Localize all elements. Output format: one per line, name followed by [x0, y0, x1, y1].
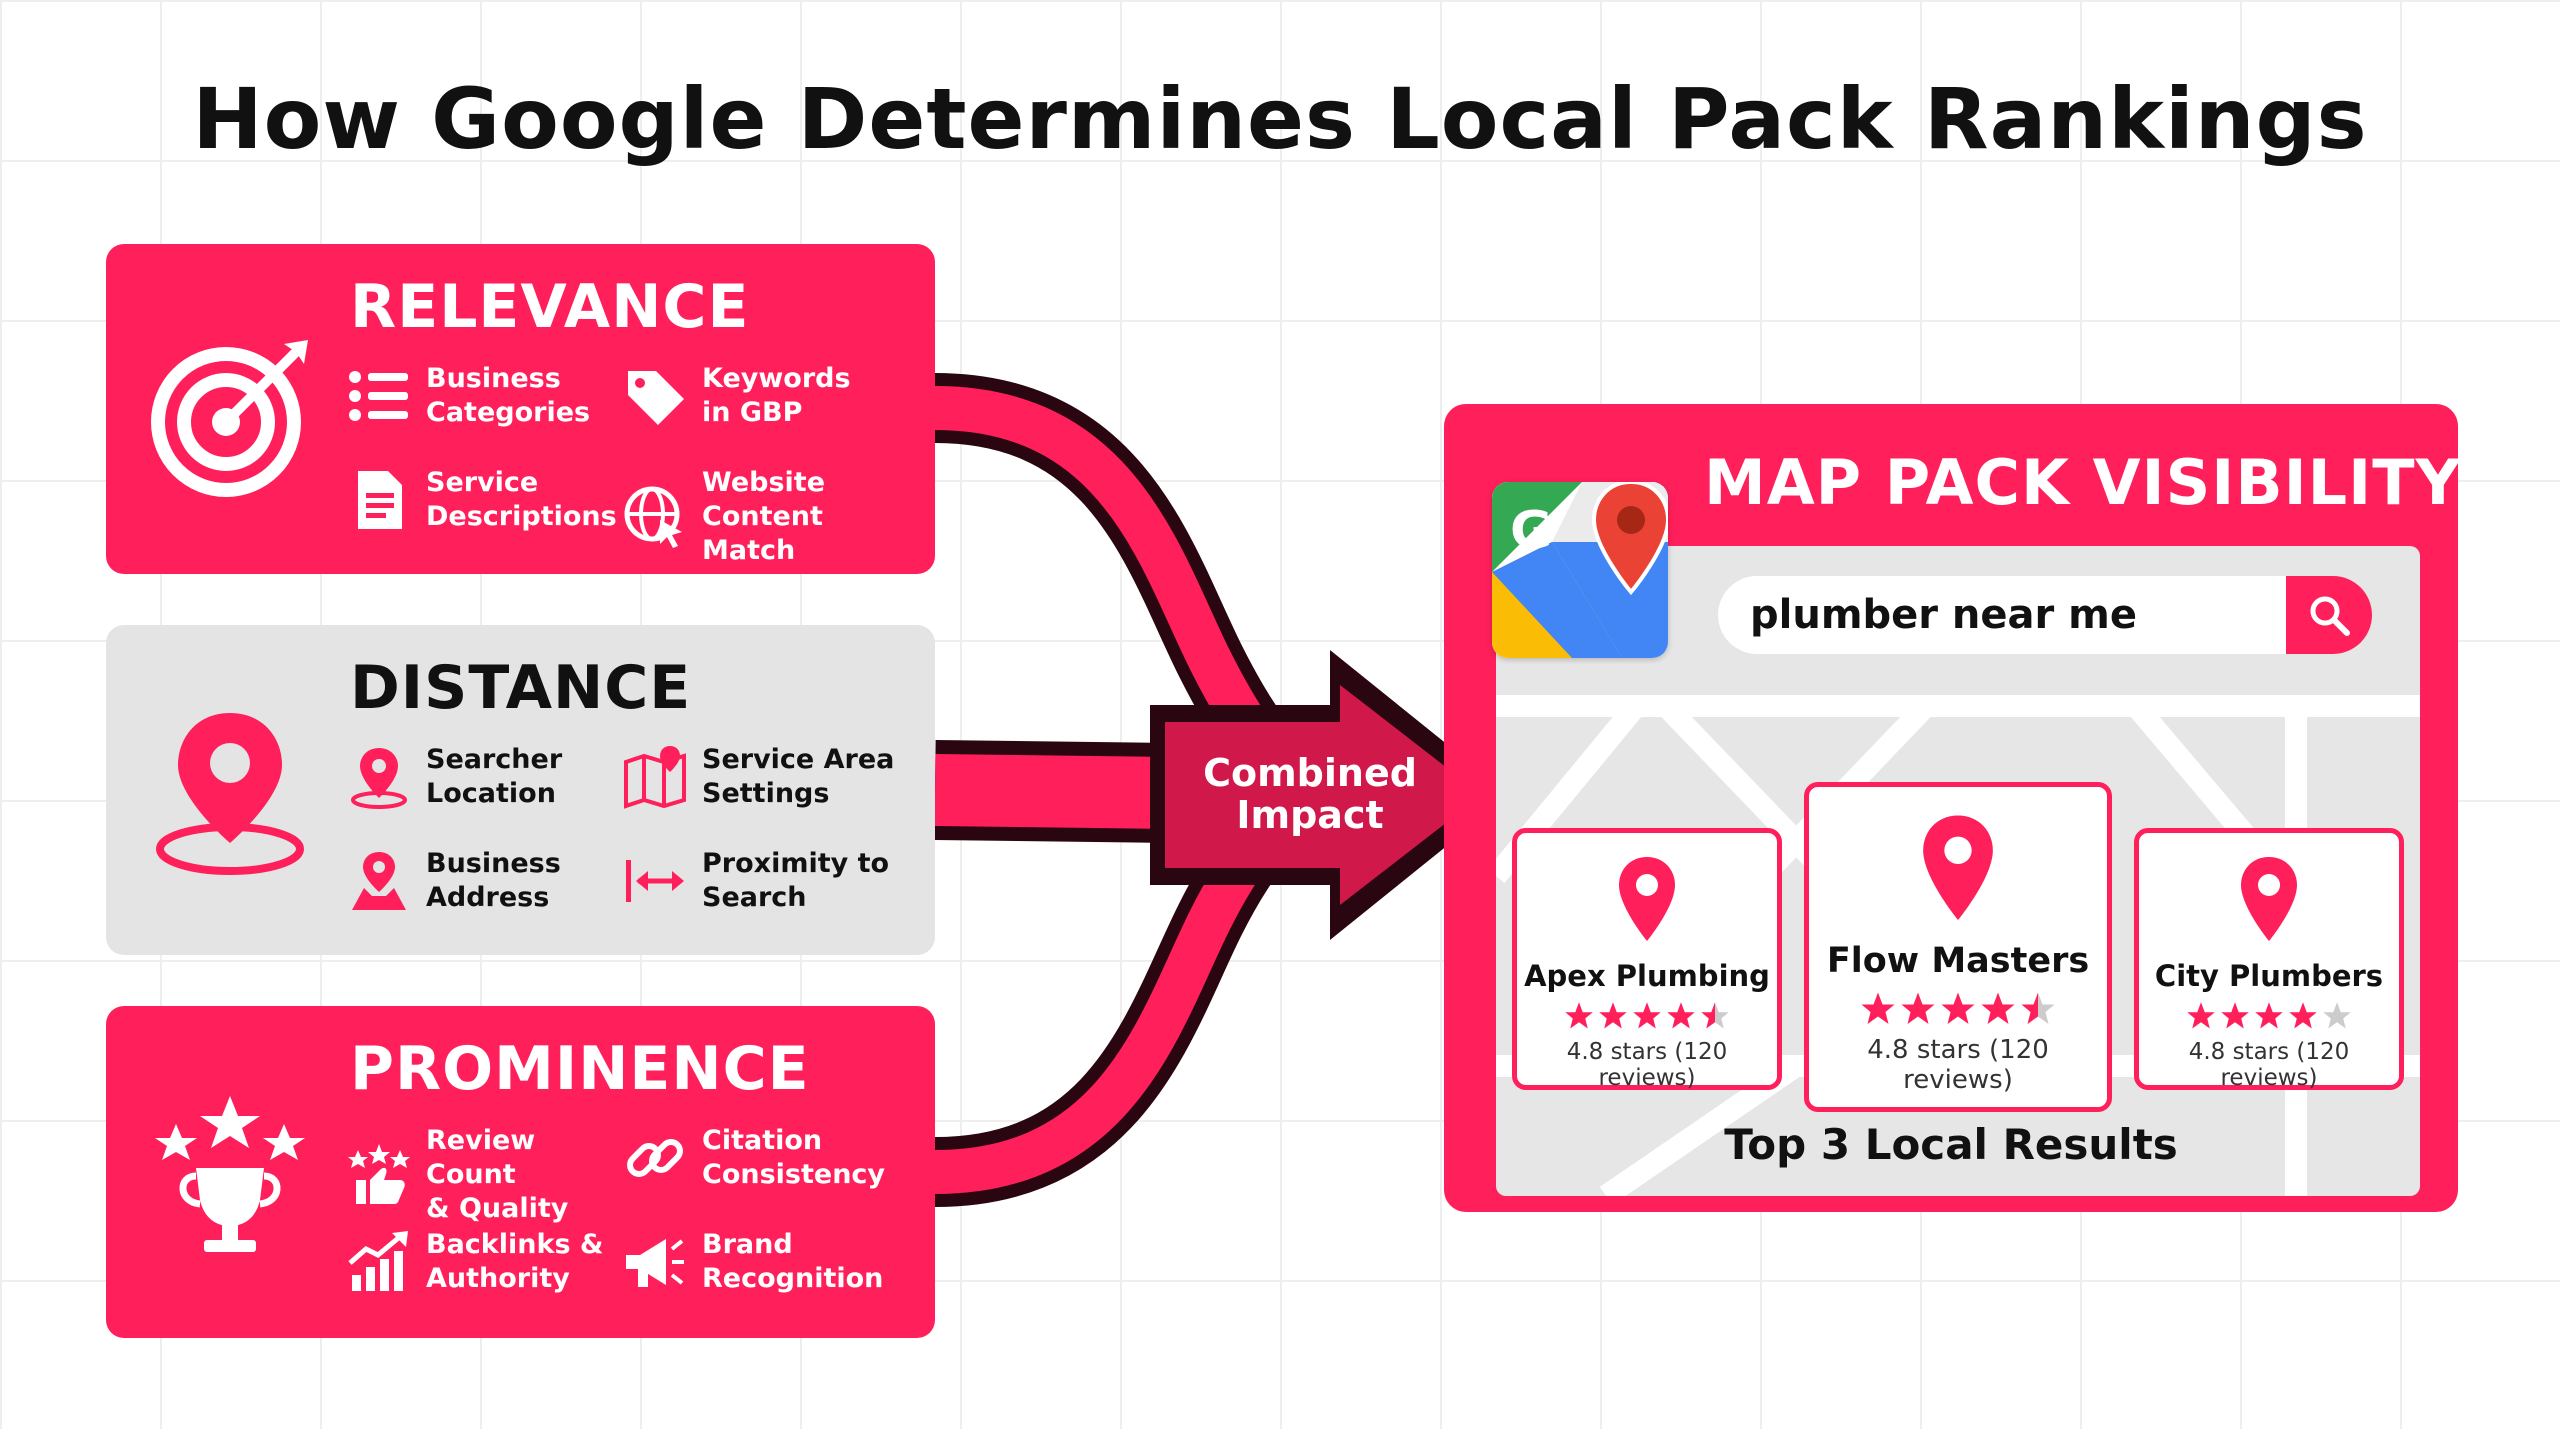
- trophy-stars-icon: [155, 1096, 305, 1252]
- star-full-icon: [1861, 992, 1895, 1024]
- star-half-icon: [2021, 992, 2055, 1024]
- relevance-flow-arrow: [934, 373, 1337, 830]
- star-full-icon: [1633, 1002, 1661, 1029]
- document-icon: [358, 471, 402, 529]
- star-full-icon: [1667, 1002, 1695, 1029]
- feature-label: Service Descriptions: [426, 467, 617, 532]
- svg-text:G: G: [1510, 501, 1553, 561]
- feature-label: Citation Consistency: [702, 1125, 886, 1190]
- chain-link-icon: [627, 1139, 683, 1177]
- star-full-icon: [1941, 992, 1975, 1024]
- feature-label: Review Count & Quality: [426, 1125, 569, 1224]
- star-rating: [1809, 991, 2107, 1027]
- feature-backlinks-authority: Backlinks & Authority: [346, 1228, 626, 1296]
- distance-heading: DISTANCE: [350, 653, 692, 723]
- prominence-flow-arrow: [934, 760, 1337, 1207]
- result-card[interactable]: City Plumbers 4.8 stars (120 reviews): [2134, 828, 2404, 1091]
- feature-label: Proximity to Search: [702, 848, 890, 913]
- feature-business-categories: Business Categories: [346, 362, 626, 430]
- prominence-heading: PROMINENCE: [350, 1034, 810, 1104]
- growth-chart-icon: [348, 1231, 408, 1291]
- result-meta: 4.8 stars (120 reviews): [2188, 1039, 2350, 1091]
- search-icon: [2310, 596, 2350, 636]
- star-full-icon: [2255, 1002, 2283, 1029]
- feature-label: Business Address: [426, 848, 561, 913]
- result-name: Apex Plumbing: [1524, 959, 1770, 993]
- feature-brand-recognition: Brand Recognition: [622, 1228, 902, 1296]
- result-card[interactable]: Flow Masters 4.8 stars (120 reviews): [1804, 782, 2112, 1112]
- result-card[interactable]: Apex Plumbing 4.8 stars (120 reviews): [1512, 828, 1782, 1091]
- relevance-heading: RELEVANCE: [350, 272, 750, 342]
- feature-proximity-to-search: Proximity to Search: [622, 847, 902, 915]
- tag-icon: [628, 371, 684, 425]
- star-half-icon: [1701, 1002, 1729, 1029]
- feature-label: Brand Recognition: [702, 1229, 884, 1294]
- feature-service-descriptions: Service Descriptions: [346, 466, 626, 534]
- search-button[interactable]: [2286, 576, 2372, 654]
- star-full-icon: [2289, 1002, 2317, 1029]
- map-icon: [624, 746, 686, 809]
- result-name: City Plumbers: [2154, 959, 2384, 993]
- map-pin-icon: [1619, 857, 1675, 941]
- feature-citation-consistency: Citation Consistency: [622, 1124, 902, 1192]
- distance-card: DISTANCE Searcher Location Service Area …: [106, 625, 935, 955]
- star-full-icon: [1599, 1002, 1627, 1029]
- star-full-icon: [1981, 992, 2015, 1024]
- star-full-icon: [2187, 1002, 2215, 1029]
- feature-website-content-match: Website Content Match: [622, 466, 902, 568]
- stars-thumb-icon: [348, 1144, 410, 1204]
- feature-label: Backlinks & Authority: [426, 1229, 604, 1294]
- google-maps-logo: G: [1492, 482, 1668, 658]
- prominence-card: PROMINENCE Review Count & Quality Citati…: [106, 1006, 935, 1338]
- star-full-icon: [1565, 1002, 1593, 1029]
- combined-impact-label: Combined Impact: [1203, 751, 1417, 837]
- feature-searcher-location: Searcher Location: [346, 743, 626, 811]
- result-name: Flow Masters: [1826, 941, 2090, 981]
- star-full-icon: [1901, 992, 1935, 1024]
- globe-cursor-icon: [624, 486, 682, 548]
- target-icon: [151, 340, 308, 497]
- search-input[interactable]: plumber near me: [1750, 592, 2137, 638]
- star-rating: [1517, 1001, 1777, 1031]
- double-arrow-icon: [626, 860, 684, 902]
- feature-keywords-in-gbp: Keywords in GBP: [622, 362, 902, 430]
- feature-label: Searcher Location: [426, 744, 563, 809]
- result-meta: 4.8 stars (120 reviews): [1867, 1035, 2049, 1095]
- feature-business-address: Business Address: [346, 847, 626, 915]
- map-pack-panel: G MAP PACK VISIBILITY plumber near me Ap…: [1444, 404, 2462, 1212]
- feature-review-count-quality: Review Count & Quality: [346, 1124, 626, 1226]
- page-title: How Google Determines Local Pack Ranking…: [192, 70, 2368, 168]
- feature-label: Business Categories: [426, 363, 591, 428]
- megaphone-icon: [626, 1239, 684, 1287]
- map-pin-icon: [2241, 857, 2297, 941]
- star-rating: [2139, 1001, 2399, 1031]
- location-pin-icon: [156, 713, 304, 875]
- map-pack-title: MAP PACK VISIBILITY: [1704, 446, 2462, 519]
- pin-icon: [351, 748, 407, 809]
- star-full-icon: [2221, 1002, 2249, 1029]
- list-icon: [349, 371, 408, 421]
- feature-label: Website Content Match: [702, 467, 826, 566]
- top-results-caption: Top 3 Local Results: [1724, 1120, 2178, 1169]
- feature-service-area-settings: Service Area Settings: [622, 743, 902, 811]
- person-pin-icon: [352, 852, 406, 910]
- feature-label: Service Area Settings: [702, 744, 895, 809]
- feature-label: Keywords in GBP: [702, 363, 851, 428]
- search-bar[interactable]: plumber near me: [1718, 576, 2372, 654]
- star-empty-icon: [2323, 1002, 2351, 1029]
- result-meta: 4.8 stars (120 reviews): [1566, 1039, 1728, 1091]
- map-pin-icon: [1923, 815, 1993, 921]
- relevance-card: RELEVANCE Business Categories Keywords i…: [106, 244, 935, 574]
